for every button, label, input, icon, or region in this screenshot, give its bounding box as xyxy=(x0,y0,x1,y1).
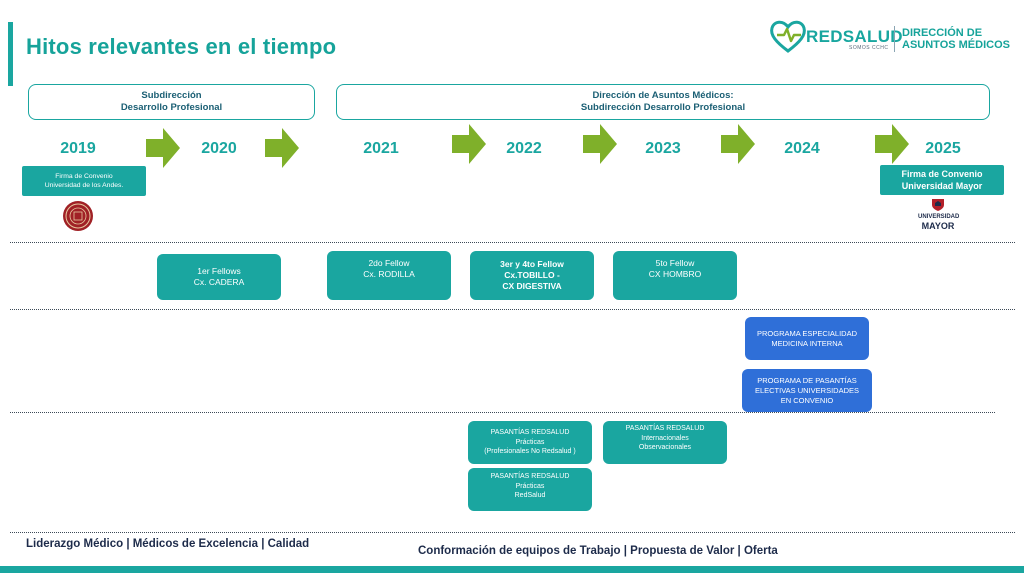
pasantia-box: PASANTÍAS REDSALUD Prácticas RedSalud xyxy=(468,468,592,511)
divider xyxy=(10,412,995,413)
arrow-right-icon xyxy=(875,124,909,164)
programa-line-1: PROGRAMA ESPECIALIDAD xyxy=(756,328,858,338)
fellow-line-1: 2do Fellow xyxy=(368,257,410,268)
year-label: 2023 xyxy=(645,140,681,157)
programa-box: PROGRAMA ESPECIALIDAD MEDICINA INTERNA xyxy=(745,317,869,360)
divider xyxy=(10,309,1015,310)
universidad-andes-seal-icon xyxy=(63,201,93,231)
header-left-line-2: Desarrollo Profesional xyxy=(120,102,223,113)
fellow-line-1: 5to Fellow xyxy=(655,257,695,268)
fellow-box: 1er Fellows Cx. CADERA xyxy=(157,254,281,300)
bottom-accent-bar xyxy=(0,566,1024,573)
universidad-mayor-shield-icon xyxy=(932,199,944,211)
programa-box: PROGRAMA DE PASANTÍAS ELECTIVAS UNIVERSI… xyxy=(742,369,872,412)
pasantia-line-3: (Profesionales No Redsalud ) xyxy=(484,448,576,456)
year-label: 2024 xyxy=(784,140,820,157)
fellow-line-3: CX DIGESTIVA xyxy=(502,281,562,291)
fellow-line-2: Cx. CADERA xyxy=(193,277,245,287)
header-left-line-1: Subdirección xyxy=(141,90,202,101)
arrow-right-icon xyxy=(721,124,755,164)
arrow-right-icon xyxy=(583,124,617,164)
divider xyxy=(10,532,1015,533)
header-box-direccion: Dirección de Asuntos Médicos: Subdirecci… xyxy=(336,84,990,120)
pasantia-line-2: Prácticas xyxy=(515,482,545,490)
divider xyxy=(10,242,1015,243)
convenio-mayor-line-2: Universidad Mayor xyxy=(901,181,983,191)
year-label: 2020 xyxy=(201,140,237,157)
programa-line-1: PROGRAMA DE PASANTÍAS xyxy=(757,375,857,385)
mayor-logo-line-1: UNIVERSIDAD xyxy=(918,214,960,220)
convenio-andes-box: Firma de Convenio Universidad de los And… xyxy=(22,166,146,196)
arrow-right-icon xyxy=(265,128,299,168)
convenio-mayor-line-1: Firma de Convenio xyxy=(901,169,983,179)
fellow-box: 3er y 4to Fellow Cx.TOBILLO - CX DIGESTI… xyxy=(470,251,594,300)
footer-right-text: Conformación de equipos de Trabajo | Pro… xyxy=(418,545,778,557)
fellow-line-2: Cx.TOBILLO - xyxy=(504,270,560,280)
fellow-line-2: CX HOMBRO xyxy=(648,268,702,279)
year-label: 2022 xyxy=(506,140,542,157)
pasantia-line-3: Observacionales xyxy=(638,444,692,452)
page-title: Hitos relevantes en el tiempo xyxy=(26,34,337,59)
logo-divider xyxy=(894,26,895,52)
convenio-andes-line-1: Firma de Convenio xyxy=(55,173,113,180)
fellow-line-2: Cx. RODILLA xyxy=(363,268,415,279)
fellow-line-1: 1er Fellows xyxy=(197,266,241,276)
pasantia-line-1: PASANTÍAS REDSALUD xyxy=(490,473,570,481)
header-box-subdireccion: Subdirección Desarrollo Profesional xyxy=(28,84,315,120)
programa-line-2: ELECTIVAS UNIVERSIDADES xyxy=(754,385,860,395)
programa-line-2: MEDICINA INTERNA xyxy=(771,338,843,348)
department-line-1: DIRECCIÓN DE xyxy=(902,27,983,39)
footer-left-text: Liderazgo Médico | Médicos de Excelencia… xyxy=(26,538,310,550)
fellow-box: 2do Fellow Cx. RODILLA xyxy=(327,251,451,300)
mayor-logo-line-2: MAYOR xyxy=(921,221,955,231)
redsalud-heart-icon xyxy=(770,20,806,53)
header-right-line-2: Subdirección Desarrollo Profesional xyxy=(580,102,746,113)
pasantia-line-1: PASANTÍAS REDSALUD xyxy=(625,425,705,433)
fellow-box: 5to Fellow CX HOMBRO xyxy=(613,251,737,300)
pasantia-box: PASANTÍAS REDSALUD Prácticas (Profesiona… xyxy=(468,421,592,464)
programa-line-3: EN CONVENIO xyxy=(780,395,834,405)
pasantia-line-2: Internacionales xyxy=(641,434,689,442)
year-label: 2021 xyxy=(363,140,399,157)
brand-subtitle: SOMOS CCHC xyxy=(849,45,889,51)
convenio-andes-line-2: Universidad de los Andes. xyxy=(44,182,124,189)
pasantia-box: PASANTÍAS REDSALUD Internacionales Obser… xyxy=(603,421,727,464)
year-label: 2019 xyxy=(60,140,96,157)
title-accent-bar xyxy=(8,22,13,86)
fellow-line-1: 3er y 4to Fellow xyxy=(500,259,564,269)
arrow-right-icon xyxy=(146,128,180,168)
convenio-mayor-box: Firma de Convenio Universidad Mayor xyxy=(880,165,1004,195)
department-line-2: ASUNTOS MÉDICOS xyxy=(902,39,1010,51)
header-right-line-1: Dirección de Asuntos Médicos: xyxy=(592,90,734,101)
pasantia-line-2: Prácticas xyxy=(515,438,545,446)
brand-name: REDSALUD xyxy=(806,27,903,46)
department-name: DIRECCIÓN DE ASUNTOS MÉDICOS xyxy=(902,27,1022,51)
year-label: 2025 xyxy=(925,140,961,157)
pasantia-line-3: RedSalud xyxy=(514,492,546,500)
arrow-right-icon xyxy=(452,124,486,164)
pasantia-line-1: PASANTÍAS REDSALUD xyxy=(490,429,570,437)
